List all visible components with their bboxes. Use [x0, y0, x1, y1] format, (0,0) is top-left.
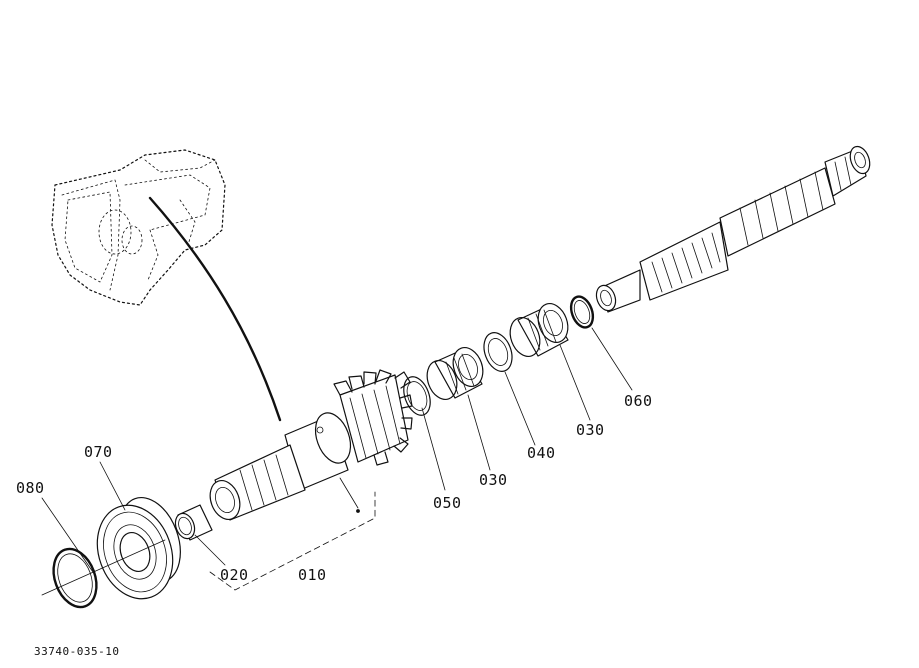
snap-ring-080 [52, 547, 98, 609]
ring-050 [403, 376, 431, 416]
callout-070: 070 [84, 443, 113, 461]
callout-030-upper: 030 [576, 421, 605, 439]
callout-050: 050 [433, 494, 462, 512]
snap-ring-060 [569, 295, 595, 329]
washer-040 [483, 332, 513, 372]
assembly-axis-line [41, 539, 166, 596]
leader-lines [41, 327, 633, 576]
drawing-code: 33740-035-10 [34, 645, 119, 658]
bearing-070 [96, 496, 181, 600]
collar-020 [174, 504, 213, 541]
housing-pointer-line [148, 196, 282, 422]
needle-bearing-030-upper [509, 303, 569, 357]
needle-bearing-030-lower [426, 347, 484, 400]
transmission-housing [51, 149, 226, 306]
callout-060: 060 [624, 392, 653, 410]
callout-020: 020 [220, 566, 249, 584]
callout-010: 010 [298, 566, 327, 584]
callout-080: 080 [16, 479, 45, 497]
callout-040: 040 [527, 444, 556, 462]
callout-labels: 080 070 020 010 050 030 040 030 060 [16, 392, 653, 584]
bracket-010 [209, 491, 376, 591]
main-shaft [595, 145, 871, 313]
gear-shaft-010 [209, 369, 413, 521]
callout-030-lower: 030 [479, 471, 508, 489]
